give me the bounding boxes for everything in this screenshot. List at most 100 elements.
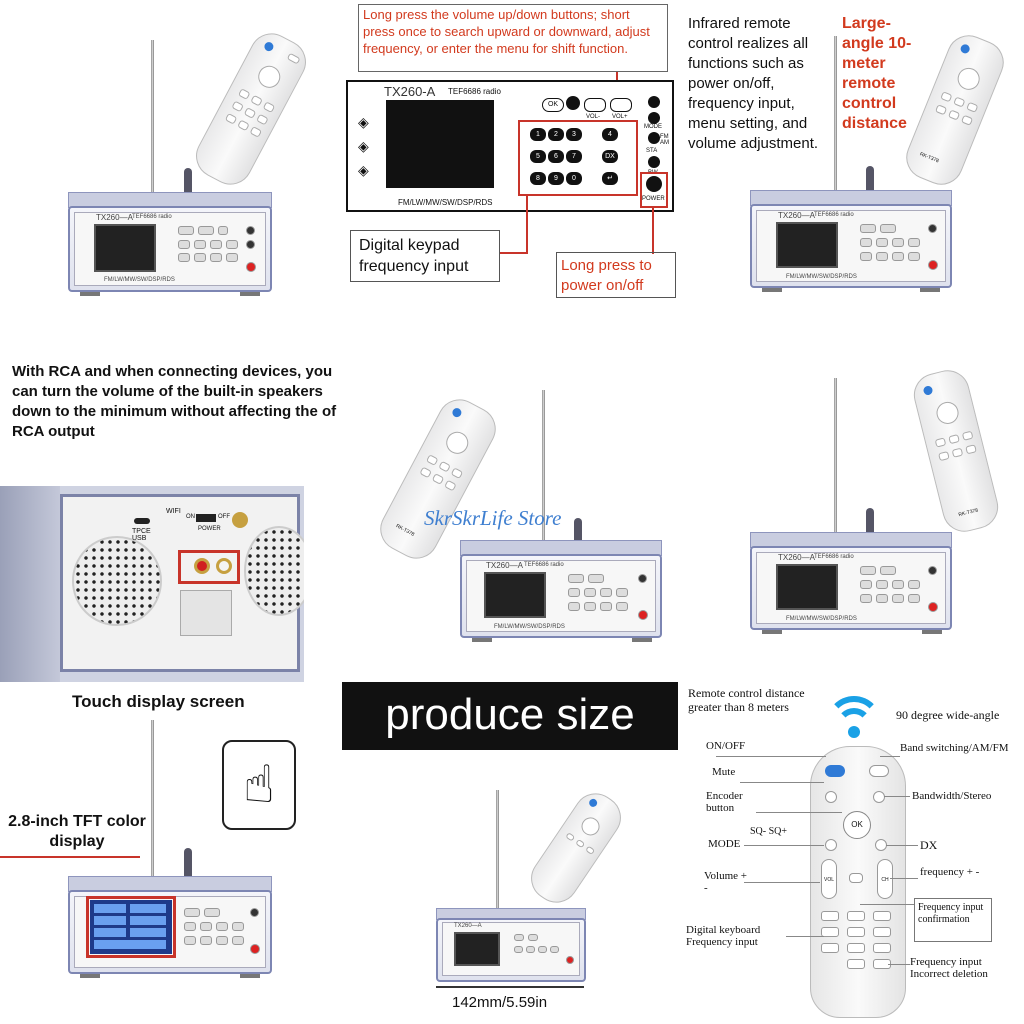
tft-display-label: 2.8-inch TFT color display xyxy=(8,813,146,850)
digit-key-2 xyxy=(847,911,865,921)
touch-menu-screen xyxy=(90,900,172,954)
rca-white-jack xyxy=(216,558,232,574)
radio-product-top-right: TX260—A TEF6686 radio FM/LW/MW/SW/DSP/RD… xyxy=(740,36,960,300)
mode-label: MODE xyxy=(644,124,662,130)
antenna-connector xyxy=(232,512,248,528)
ch-text: CH xyxy=(881,877,889,883)
key-9: 9 xyxy=(548,172,564,185)
model-label: TX260—A xyxy=(778,553,815,562)
digit-key-0 xyxy=(847,959,865,969)
label-bandwidth: Bandwidth/Stereo xyxy=(912,790,992,802)
rear-panel-photo: TPCE USB WIFI ON OFF POWER xyxy=(0,486,304,682)
band-button xyxy=(869,765,889,777)
chip-label: TEF6686 radio xyxy=(132,214,172,220)
size-dimension-line xyxy=(436,986,584,988)
rca-red-jack xyxy=(194,558,210,574)
freq-confirm-text: Frequency input confirmation xyxy=(918,902,984,925)
label-frequency: frequency + - xyxy=(920,866,980,878)
keypad-callout-text: Digital keypad frequency input xyxy=(359,237,469,275)
label-freq-delete: Frequency input Incorrect deletion xyxy=(910,956,988,980)
label-on-off: ON/OFF xyxy=(706,740,746,752)
digit-key-4 xyxy=(821,927,839,937)
key-3: 3 xyxy=(566,128,582,141)
power-callout-text: Long press to power on/off xyxy=(561,257,652,294)
panel-bands: FM/LW/MW/SW/DSP/RDS xyxy=(398,198,493,207)
remote-model-label: RK-T378 xyxy=(957,507,979,519)
vol-plus-label: VOL+ xyxy=(612,114,628,120)
bands-label: FM/LW/MW/SW/DSP/RDS xyxy=(786,274,857,280)
key-5: 5 xyxy=(530,150,546,163)
channel-rocker: CH xyxy=(877,859,893,899)
rca-description: With RCA and when connecting devices, yo… xyxy=(12,363,337,440)
chip-label: TEF6686 radio xyxy=(524,562,564,568)
wifi-antenna-stub xyxy=(184,168,192,208)
key-dx: DX xyxy=(602,150,618,163)
model-label: TX260—A xyxy=(486,561,523,570)
mute-button xyxy=(825,791,837,803)
model-label: TX260—A xyxy=(778,211,815,220)
bands-label: FM/LW/MW/SW/DSP/RDS xyxy=(494,624,565,630)
remote-model-label: RK-T378 xyxy=(918,151,940,165)
label-volume: Volume + - xyxy=(704,870,747,894)
wifi-signal-icon xyxy=(826,696,882,740)
vol-minus-button xyxy=(584,98,606,112)
digit-key-5 xyxy=(847,927,865,937)
label-sq: SQ- SQ+ xyxy=(750,826,788,837)
ok-button: OK xyxy=(542,98,564,112)
right-speaker-grille xyxy=(244,526,304,616)
touch-screen-highlight xyxy=(86,896,176,958)
radio-product-top-left: TX260—A TEF6686 radio FM/LW/MW/SW/DSP/RD… xyxy=(60,40,340,300)
remote-diagram-body: OK VOL CH xyxy=(810,746,906,1018)
encoder-ok-button: OK xyxy=(843,811,871,839)
ok-text: OK xyxy=(851,820,863,829)
banner-text: produce size xyxy=(385,690,635,739)
power-button xyxy=(246,262,256,272)
wifi-label: WIFI xyxy=(166,508,181,515)
power-callout: Long press to power on/off xyxy=(556,252,676,298)
label-digital-keyboard: Digital keyboard Frequency input xyxy=(686,924,761,948)
label-dx: DX xyxy=(920,838,938,852)
panel-screen xyxy=(386,100,494,188)
radio-product-middle: TX260—A TEF6686 radio FM/LW/MW/SW/DSP/RD… xyxy=(454,390,674,650)
rca-highlight xyxy=(178,550,240,584)
label-freq-confirm: Frequency input confirmation xyxy=(914,898,992,942)
ok-label: OK xyxy=(547,101,559,108)
power-switch xyxy=(196,514,216,522)
vol-minus-label: VOL- xyxy=(586,114,601,120)
volume-button-note: Long press the volume up/down buttons; s… xyxy=(358,4,668,72)
store-watermark: SkrSkrLife Store xyxy=(424,506,562,530)
finger-touch-icon: ☝ xyxy=(222,740,296,830)
nav-dot xyxy=(566,96,580,110)
chip-label: TEF6686 radio xyxy=(814,212,854,218)
chip-label: TEF6686 radio xyxy=(814,554,854,560)
digit-key-8 xyxy=(847,943,865,953)
remote-distance-text: Remote control distance greater than 8 m… xyxy=(688,686,805,714)
digit-key-3 xyxy=(873,911,891,921)
label-mode: MODE xyxy=(708,838,741,850)
key-7: 7 xyxy=(566,150,582,163)
panel-chip: TEF6686 radio xyxy=(448,87,501,96)
label-mute: Mute xyxy=(712,766,736,778)
keypad-callout: Digital keypad frequency input xyxy=(350,230,500,282)
model-label: TX260—A xyxy=(96,213,133,222)
power-button-diagram xyxy=(646,176,662,192)
power-label: POWER xyxy=(642,196,665,202)
off-label: OFF xyxy=(218,514,230,520)
radio-product-touch xyxy=(60,720,280,984)
volume-note-text: Long press the volume up/down buttons; s… xyxy=(363,7,650,56)
power-button-remote xyxy=(825,765,845,777)
touch-screen-title: Touch display screen xyxy=(72,692,245,711)
key-8: 8 xyxy=(530,172,546,185)
left-speaker-grille xyxy=(72,536,162,626)
key-4: 4 xyxy=(602,128,618,141)
model-label: TX260—A xyxy=(454,923,482,929)
power-rear-label: POWER xyxy=(198,526,221,532)
antenna xyxy=(151,40,154,205)
radio-product-middle-right: TX260—A TEF6686 radio FM/LW/MW/SW/DSP/RD… xyxy=(742,378,962,642)
label-encoder: Encoder button xyxy=(706,790,743,814)
display-screen xyxy=(94,224,156,272)
digit-key-1 xyxy=(821,911,839,921)
key-2: 2 xyxy=(548,128,564,141)
produce-size-banner: produce size xyxy=(342,682,678,750)
key-1: 1 xyxy=(530,128,546,141)
